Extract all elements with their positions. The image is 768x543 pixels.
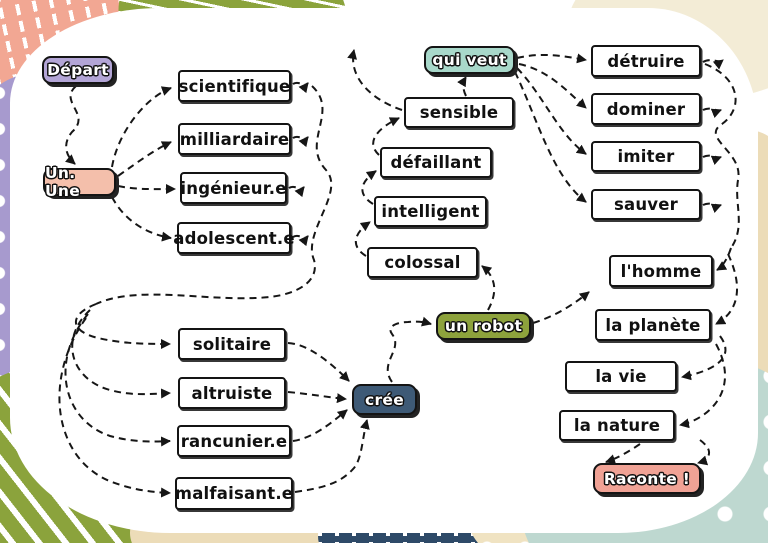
word-box-colossal: colossal <box>367 247 478 278</box>
word-box-altruiste: altruiste <box>178 377 286 409</box>
word-box-la-nature: la nature <box>559 410 675 441</box>
word-box-ingenieur: ingénieur.e <box>180 172 287 204</box>
word-box-detruire: détruire <box>591 45 701 77</box>
word-box-sensible: sensible <box>404 97 514 128</box>
node-cree: crée <box>352 384 417 415</box>
word-box-intelligent: intelligent <box>374 196 487 227</box>
word-box-solitaire: solitaire <box>178 328 286 360</box>
node-raconte: Raconte ! <box>593 463 701 494</box>
node-qui-veut: qui veut <box>424 46 515 74</box>
word-box-malfaisant: malfaisant.e <box>175 477 293 510</box>
word-box-la-planete: la planète <box>595 309 711 341</box>
word-box-rancunier: rancunier.e <box>177 425 291 457</box>
node-un-robot: un robot <box>436 312 531 340</box>
node-un-une: Un. Une <box>43 164 116 200</box>
word-box-la-vie: la vie <box>565 361 677 392</box>
word-box-adolescent: adolescent.e <box>173 222 295 254</box>
word-box-dominer: dominer <box>591 93 701 125</box>
word-box-scientifique: scientifique <box>178 70 291 102</box>
word-box-imiter: imiter <box>591 141 701 172</box>
word-box-defaillant: défaillant <box>380 147 492 178</box>
node-depart: Départ <box>42 56 114 84</box>
word-box-lhomme: l'homme <box>609 255 713 287</box>
word-box-milliardaire: milliardaire <box>178 123 291 155</box>
word-box-sauver: sauver <box>591 189 701 220</box>
